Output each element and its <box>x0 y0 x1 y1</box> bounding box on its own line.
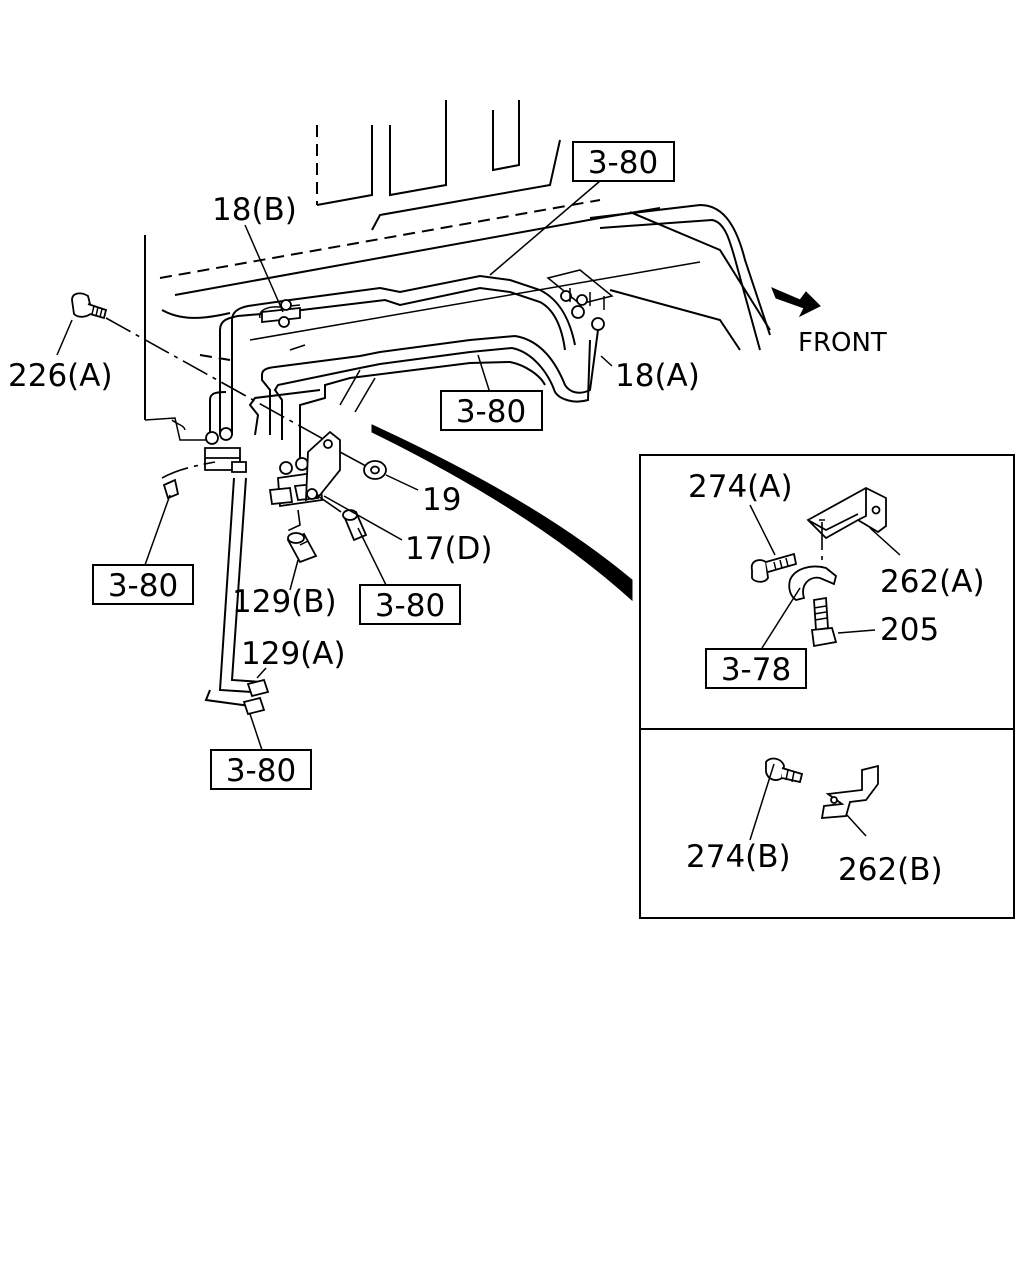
ref-box-center-label: 3-80 <box>375 588 445 624</box>
ref-box-bottom[interactable]: 3-80 <box>210 749 312 790</box>
bolt-alignment-line <box>105 317 326 441</box>
label-front: FRONT <box>798 328 887 358</box>
part-19-nut <box>363 460 387 480</box>
part-129b-connector <box>286 532 318 564</box>
label-129b: 129(B) <box>232 584 337 620</box>
detail-panel: 3-78 274(A) 262(A) 205 274(B) 262(B) <box>639 454 1015 919</box>
ref-box-378-label: 3-78 <box>721 652 791 688</box>
pipe-fittings-front <box>546 269 614 331</box>
part-17d-sleeve <box>342 509 368 542</box>
ref-box-mid-label: 3-80 <box>456 394 526 430</box>
part-129a-connectors <box>242 678 270 716</box>
detail-upper-parts <box>750 486 887 648</box>
brake-pipes <box>204 274 599 707</box>
ref-box-left[interactable]: 3-80 <box>92 564 194 605</box>
label-262b: 262(B) <box>838 852 943 888</box>
ref-box-top-label: 3-80 <box>588 145 658 181</box>
label-19: 19 <box>422 482 461 518</box>
center-junction <box>268 430 341 533</box>
label-226a: 226(A) <box>8 358 113 394</box>
vehicle-body <box>144 100 771 441</box>
ref-box-mid[interactable]: 3-80 <box>440 390 543 431</box>
part-226a-bolt <box>71 292 108 320</box>
left-junction <box>161 427 247 500</box>
ref-box-top[interactable]: 3-80 <box>572 141 675 182</box>
label-205: 205 <box>880 612 939 648</box>
label-274a: 274(A) <box>688 469 793 505</box>
detail-pointer <box>371 424 633 602</box>
detail-leader-lines <box>749 504 901 841</box>
nut-alignment-line <box>339 451 367 467</box>
ref-box-center[interactable]: 3-80 <box>359 584 461 625</box>
label-18a: 18(A) <box>615 358 700 394</box>
label-18b: 18(B) <box>212 192 297 228</box>
label-262a: 262(A) <box>880 564 985 600</box>
detail-lower-parts <box>765 757 879 819</box>
label-274b: 274(B) <box>686 839 791 875</box>
ref-box-bottom-label: 3-80 <box>226 753 296 789</box>
front-direction-arrow <box>771 287 821 318</box>
leader-lines <box>56 180 613 751</box>
ref-box-378[interactable]: 3-78 <box>705 648 807 689</box>
sleeve-alignment-line <box>317 495 345 515</box>
label-129a: 129(A) <box>241 636 346 672</box>
ref-box-left-label: 3-80 <box>108 568 178 604</box>
label-17d: 17(D) <box>405 531 493 567</box>
